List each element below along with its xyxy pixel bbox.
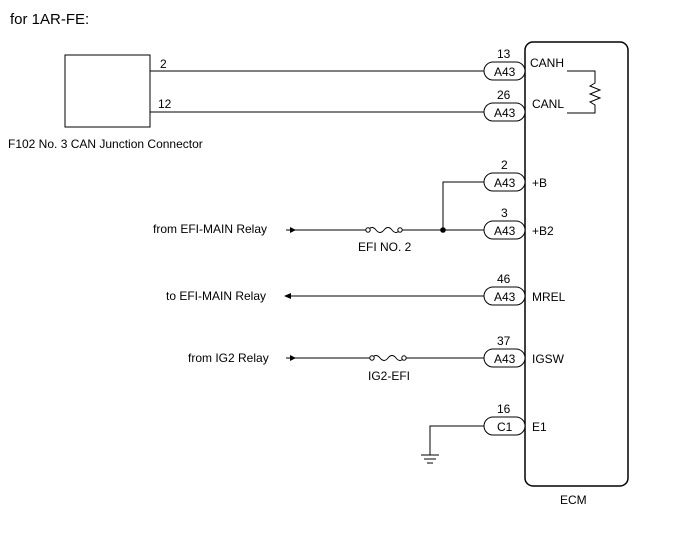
connector-code: A43 <box>494 65 516 79</box>
signal-name: +B2 <box>532 224 554 238</box>
pin-number: 26 <box>497 88 511 102</box>
pin-number: 16 <box>497 402 511 416</box>
connector-code: A43 <box>494 176 516 190</box>
terminal-canh: 13 A43 CANH <box>483 47 564 81</box>
label-from-efi-main: from EFI-MAIN Relay <box>153 222 267 236</box>
fuse-efi-no2-terminal-left <box>365 227 371 233</box>
pin-number: 3 <box>501 206 508 220</box>
connector-code: C1 <box>497 420 513 434</box>
pin-number: 37 <box>497 334 511 348</box>
diagram-title: for 1AR-FE: <box>10 11 89 28</box>
signal-name: E1 <box>532 420 547 434</box>
terminal-b2: 3 A43 +B2 <box>483 206 554 240</box>
signal-name: MREL <box>532 290 566 304</box>
connector-oval <box>483 102 526 122</box>
pin-number: 46 <box>497 272 511 286</box>
signal-name: CANH <box>530 56 564 70</box>
connector-oval <box>483 220 526 240</box>
fuse-efi-no2-label: EFI NO. 2 <box>358 240 412 254</box>
connector-code: A43 <box>494 352 516 366</box>
connector-oval <box>483 286 526 306</box>
wire-b <box>442 181 484 230</box>
termination-resistor <box>567 70 602 114</box>
arrow-efi-main-in <box>290 227 296 233</box>
terminal-b: 2 A43 +B <box>483 158 547 192</box>
fuse-ig2-efi <box>371 355 405 361</box>
fuse-ig2-efi-terminal-left <box>369 355 375 361</box>
fuse-ig2-efi-terminal-right <box>401 355 407 361</box>
wire-e1 <box>429 425 484 455</box>
connector-code: A43 <box>494 106 516 120</box>
junction-connector-box <box>64 54 151 128</box>
signal-name: CANL <box>532 97 564 111</box>
arrow-ig2-in <box>290 355 296 361</box>
junction-pin-canl: 12 <box>158 97 172 111</box>
terminal-mrel: 46 A43 MREL <box>483 272 566 306</box>
terminal-e1: 16 C1 E1 <box>483 402 547 436</box>
fuse-ig2-efi-label: IG2-EFI <box>368 369 410 383</box>
signal-name: +B <box>532 176 547 190</box>
junction-connector-label: F102 No. 3 CAN Junction Connector <box>8 137 203 151</box>
label-to-efi-main: to EFI-MAIN Relay <box>166 289 266 303</box>
signal-name: IGSW <box>532 352 565 366</box>
terminal-igsw: 37 A43 IGSW <box>483 334 565 368</box>
label-from-ig2: from IG2 Relay <box>188 351 269 365</box>
pin-number: 2 <box>501 158 508 172</box>
connector-code: A43 <box>494 290 516 304</box>
connector-oval <box>483 61 526 81</box>
connector-oval <box>483 172 526 192</box>
connector-code: A43 <box>494 224 516 238</box>
junction-pin-canh: 2 <box>160 57 167 71</box>
fuse-efi-no2-terminal-right <box>397 227 403 233</box>
terminal-canl: 26 A43 CANL <box>483 88 564 122</box>
ecm-label: ECM <box>560 493 587 507</box>
fuse-efi-no2 <box>367 227 401 233</box>
connector-oval <box>483 416 526 436</box>
pin-number: 13 <box>497 47 511 61</box>
arrow-mrel-out <box>284 293 291 299</box>
connector-oval <box>483 348 526 368</box>
ecm-box <box>524 41 629 487</box>
